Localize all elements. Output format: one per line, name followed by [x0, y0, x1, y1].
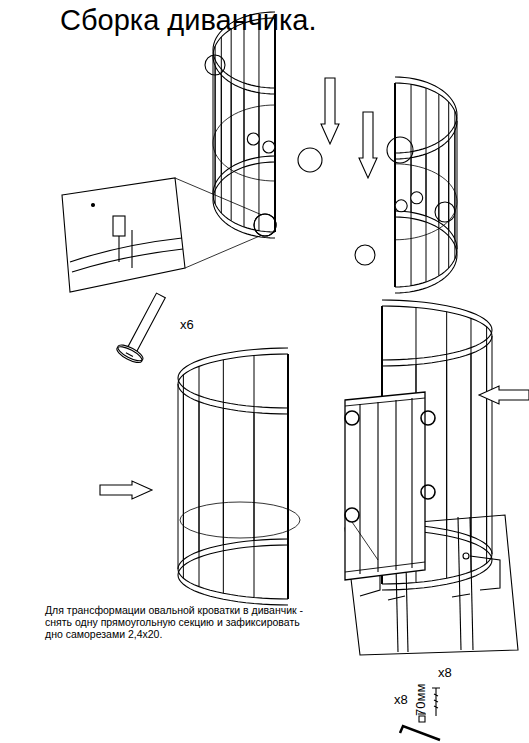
crib-half: [213, 12, 275, 238]
crib-half: [178, 348, 288, 605]
direction-arrow: [479, 386, 529, 404]
quantity-label: x6: [180, 318, 194, 333]
instruction-note: Для трансформации овальной кроватки в ди…: [45, 604, 320, 640]
direction-arrow: [321, 78, 339, 144]
page-title: Сборка диванчика.: [60, 4, 316, 37]
crib-half: [395, 77, 457, 293]
dimension-label: 70мм: [414, 684, 429, 716]
quantity-label: x8: [394, 693, 408, 708]
direction-arrow: [359, 112, 377, 178]
direction-arrow: [100, 481, 152, 499]
bolt: [115, 289, 174, 366]
quantity-label: x8: [438, 666, 452, 681]
